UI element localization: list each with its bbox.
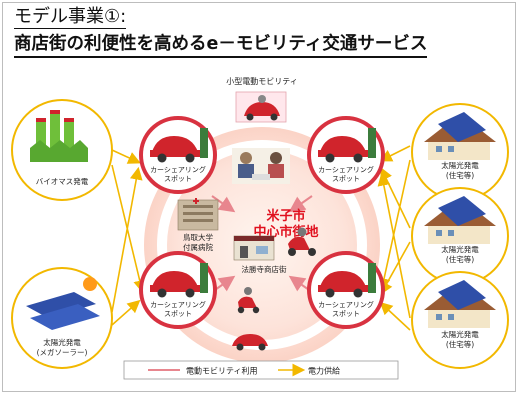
home-solar-node-top (411, 103, 509, 201)
spot-label-line1: カーシェアリング (318, 165, 374, 174)
home-solar-label-line2: (住宅等) (446, 339, 474, 349)
car-sharing-spot-bottom-left: カーシェアリング スポット (139, 251, 217, 329)
small-mobility-vehicle-icon (235, 91, 287, 123)
mega-solar-label-line1: 太陽光発電 (43, 337, 81, 347)
slide-title-line1: モデル事業①: (14, 6, 127, 29)
biomass-power-node (11, 99, 113, 201)
spot-label-line1: カーシェアリング (318, 300, 374, 309)
spot-label-line1: カーシェアリング (150, 165, 206, 174)
home-solar-node-bottom (411, 271, 509, 369)
home-solar-label-line1: 太陽光発電 (441, 160, 479, 170)
home-solar-label-line2: (住宅等) (446, 254, 474, 264)
mega-solar-node (11, 267, 113, 369)
spot-label-line2: スポット (164, 175, 192, 183)
small-mobility-vehicle-icon (232, 334, 268, 351)
center-label-line1: 米子市 (266, 208, 305, 224)
hospital-label-line2: 付属病院 (183, 242, 213, 252)
car-sharing-spot-top-left: カーシェアリング スポット (139, 116, 217, 194)
legend-mobility-use: 電動モビリティ利用 (186, 366, 258, 376)
scooter-rider-icon (237, 287, 260, 314)
hospital-building-icon (177, 198, 219, 231)
hospital-label-line1: 鳥取大学 (183, 232, 213, 242)
top-caption: 小型電動モビリティ (226, 77, 298, 86)
legend: 電動モビリティ利用 電力供給 (123, 360, 399, 380)
car-sharing-spot-top-right: カーシェアリング スポット (307, 116, 385, 194)
spot-label-line2: スポット (332, 310, 360, 318)
power-supply-arrows (111, 145, 411, 331)
home-solar-label-line2: (住宅等) (446, 170, 474, 180)
home-solar-node-middle (411, 187, 509, 285)
legend-power-supply: 電力供給 (308, 366, 340, 376)
home-solar-label-line1: 太陽光発電 (441, 329, 479, 339)
electric-scooter-icon (288, 227, 316, 256)
spot-label-line2: スポット (164, 310, 192, 318)
shopping-street-label: 法勝寺商店街 (242, 264, 287, 274)
spot-label-line2: スポット (332, 175, 360, 183)
shopping-street-icon (233, 235, 275, 261)
people-dining-icon (232, 148, 290, 184)
spot-label-line1: カーシェアリング (150, 300, 206, 309)
biomass-label: バイオマス発電 (36, 177, 89, 186)
mega-solar-label-line2: (メガソーラー) (37, 347, 88, 357)
home-solar-label-line1: 太陽光発電 (441, 244, 479, 254)
car-sharing-spot-bottom-right: カーシェアリング スポット (307, 251, 385, 329)
slide-title-line2: 商店街の利便性を高めるe－モビリティ交通サービス (14, 33, 428, 58)
